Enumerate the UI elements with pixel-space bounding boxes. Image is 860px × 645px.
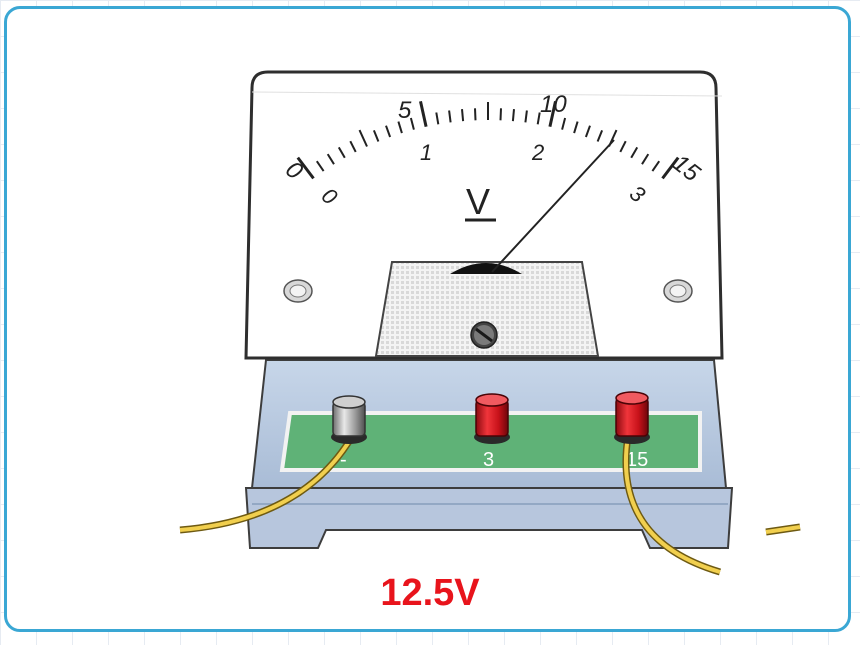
scale-tick	[326, 153, 335, 165]
scale-tick	[499, 108, 502, 121]
scale-tick	[548, 100, 557, 128]
terminal-label-3: 3	[483, 449, 494, 471]
scale-tick	[661, 156, 680, 180]
scale-labels: 0 5 10 15 0 1 2 3	[280, 91, 705, 210]
voltage-reading: 12.5V	[380, 572, 480, 614]
scale-tick	[596, 130, 604, 142]
scale-tick	[524, 110, 528, 123]
scale-tick	[296, 156, 315, 180]
terminal-negative[interactable]	[331, 395, 367, 444]
scale-tick	[315, 160, 325, 172]
terminal-labels: - 3 15	[340, 449, 648, 471]
scale-tick	[435, 112, 440, 125]
terminal-label-negative: -	[340, 449, 347, 471]
scale-tick	[358, 129, 368, 147]
unit-symbol: V	[466, 181, 490, 222]
scale-label-outer-10: 10	[540, 91, 567, 118]
scale-tick	[461, 109, 465, 122]
zero-adjust-screw	[470, 321, 498, 349]
scale-tick	[561, 117, 567, 130]
scale-tick	[337, 146, 346, 159]
scale-tick	[573, 121, 579, 134]
terminal-15[interactable]	[614, 391, 650, 444]
scale-tick	[385, 125, 392, 138]
scale-tick	[584, 125, 591, 138]
scale-label-inner-2: 2	[531, 140, 544, 165]
left-screw	[283, 279, 313, 303]
terminal-3[interactable]	[474, 393, 510, 444]
scale-tick	[419, 100, 428, 128]
scale-tick	[349, 140, 357, 153]
needle	[491, 139, 615, 273]
scale-tick	[397, 121, 403, 134]
meter-window	[374, 261, 600, 357]
scale-tick	[448, 110, 452, 123]
scale-tick	[630, 146, 639, 159]
terminal-label-15: 15	[626, 449, 648, 471]
scale-label-outer-5: 5	[398, 97, 412, 124]
scale-tick	[651, 160, 661, 172]
scale-tick	[474, 108, 477, 121]
scale-tick	[511, 109, 515, 122]
right-screw	[663, 279, 693, 303]
scale-ticks	[296, 100, 680, 180]
scale-label-inner-1: 1	[420, 140, 432, 165]
scale-tick	[619, 140, 627, 153]
scale-tick	[536, 112, 541, 125]
scale-tick	[372, 130, 380, 142]
scale-tick	[641, 153, 650, 165]
scale-tick	[409, 117, 415, 130]
